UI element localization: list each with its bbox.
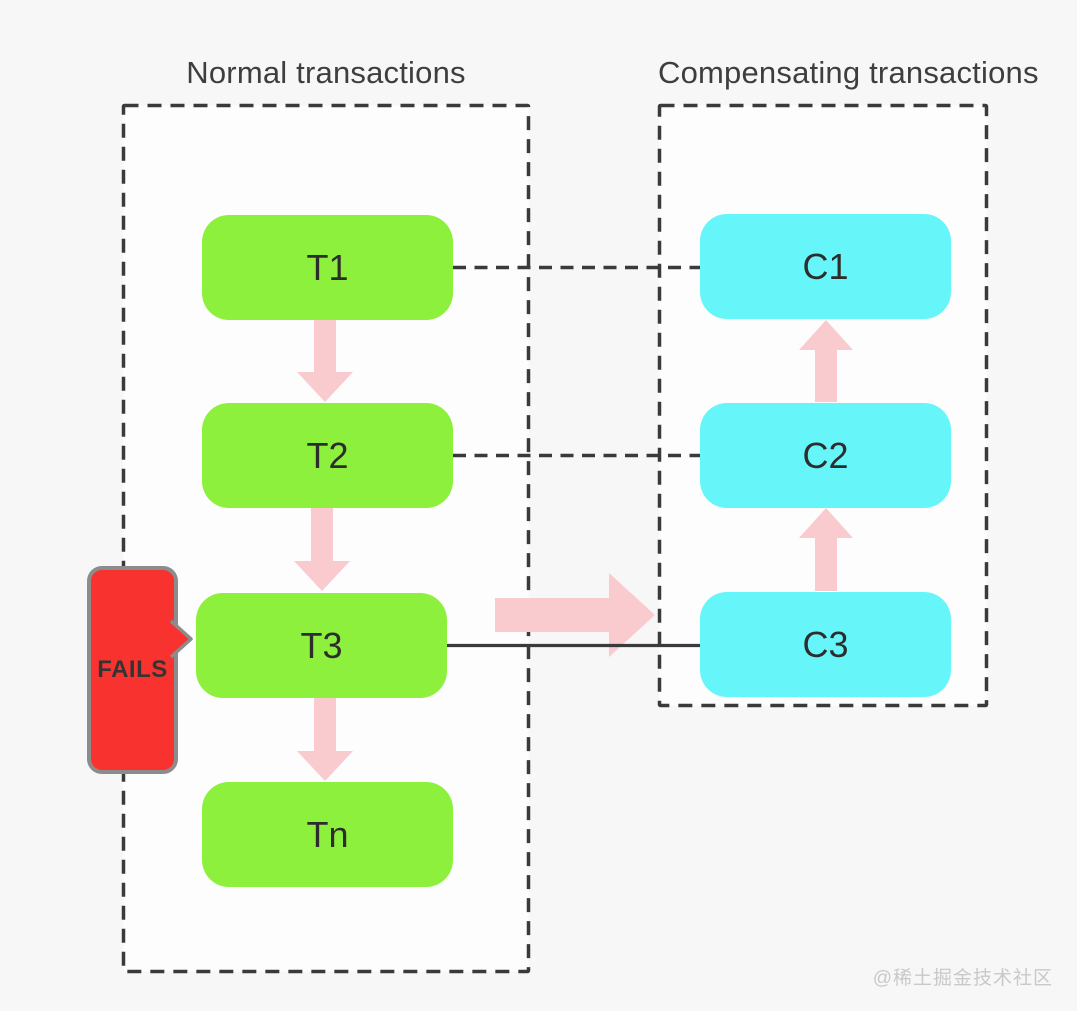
node-t3: T3 [196,593,447,698]
node-c1: C1 [700,214,951,319]
fails-label: FAILS [97,656,168,683]
big-pink-arrow-t3-c3-icon [495,573,655,657]
arrow-down-t1-t2-icon [297,319,353,402]
arrow-up-c2-c1-icon [799,320,853,402]
arrow-up-c3-c2-icon [799,508,853,591]
fails-callout: FAILS [87,566,178,774]
normal-transactions-title: Normal transactions [186,55,466,90]
node-t2: T2 [202,403,453,508]
node-tn: Tn [202,782,453,887]
fails-pointer-icon [169,619,193,659]
compensating-transactions-title: Compensating transactions [658,55,1039,90]
arrow-down-t2-t3-icon [294,507,350,591]
arrow-down-t3-tn-icon [297,698,353,781]
node-c3: C3 [700,592,951,697]
watermark: @稀土掘金技术社区 [872,968,1053,989]
node-t1: T1 [202,215,453,320]
node-c2: C2 [700,403,951,508]
